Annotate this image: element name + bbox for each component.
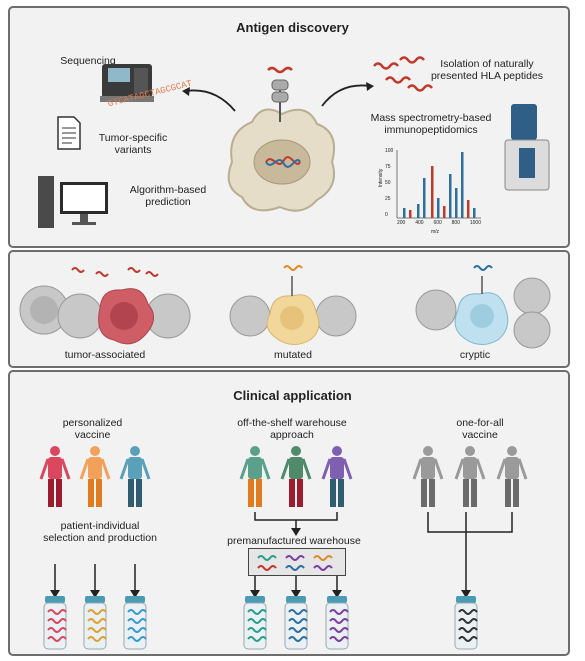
ms-peak bbox=[467, 200, 470, 218]
personalized-label: personalized vaccine bbox=[62, 417, 123, 441]
ms-label: Mass spectrometry-based immunopeptidomic… bbox=[370, 112, 492, 136]
ms-peak bbox=[409, 210, 412, 218]
tumor-associated-label: tumor-associated bbox=[64, 349, 146, 361]
ms-tick: 400 bbox=[415, 220, 424, 226]
ms-tick: 800 bbox=[451, 220, 460, 226]
ms-ytick: 50 bbox=[385, 180, 391, 186]
sequencing-label: Sequencing bbox=[60, 55, 116, 67]
patient-individual-label: patient-individual selection and product… bbox=[43, 520, 157, 544]
person-figure bbox=[412, 446, 444, 507]
ms-spectrum-plot bbox=[396, 150, 481, 219]
computer-icon bbox=[38, 176, 108, 228]
arrow-to-sequencing bbox=[182, 87, 236, 112]
warehouse-label: premanufactured warehouse bbox=[227, 535, 361, 547]
ms-x-label: m/z bbox=[430, 229, 440, 235]
ms-tick: 1000 bbox=[469, 220, 481, 226]
warehouse-box bbox=[248, 548, 346, 576]
antigen-discovery-title: Antigen discovery bbox=[236, 20, 349, 35]
vaccine-vial bbox=[243, 596, 267, 650]
ms-tick: 600 bbox=[433, 220, 442, 226]
vaccine-vial bbox=[123, 596, 147, 650]
vaccine-vial bbox=[43, 596, 67, 650]
cryptic-illustration bbox=[415, 265, 551, 349]
ms-peak bbox=[417, 204, 420, 218]
document-icon bbox=[57, 116, 81, 150]
peptides-icon bbox=[373, 56, 433, 92]
ms-x-ticks: 200 400 600 800 1000 bbox=[397, 220, 481, 226]
offshelf-label: off-the-shelf warehouse approach bbox=[237, 417, 347, 441]
ms-peak bbox=[403, 208, 406, 218]
cell-illustration bbox=[227, 66, 336, 212]
vaccine-vial bbox=[83, 596, 107, 650]
ms-ytick: 100 bbox=[385, 148, 394, 154]
mass-spectrometer-icon bbox=[504, 104, 550, 191]
person-figure bbox=[79, 446, 111, 507]
person-figure bbox=[39, 446, 71, 507]
ms-ytick: 0 bbox=[385, 212, 388, 218]
vaccine-vial bbox=[454, 596, 478, 650]
ms-tick: 200 bbox=[397, 220, 406, 226]
vaccine-vials bbox=[43, 596, 478, 650]
mutated-illustration bbox=[229, 265, 357, 345]
ms-peak bbox=[431, 166, 434, 218]
people-figures bbox=[39, 446, 528, 507]
algorithm-label: Algorithm-based prediction bbox=[129, 184, 207, 208]
ms-peak bbox=[455, 188, 458, 218]
connector-lines bbox=[50, 512, 513, 598]
person-figure bbox=[280, 446, 312, 507]
clinical-application-title: Clinical application bbox=[233, 388, 352, 403]
person-figure bbox=[119, 446, 151, 507]
ms-peak bbox=[461, 152, 464, 218]
person-figure bbox=[239, 446, 271, 507]
ms-peak bbox=[473, 208, 476, 218]
ms-peak bbox=[423, 178, 426, 218]
vaccine-vial bbox=[325, 596, 349, 650]
variants-label: Tumor-specific variants bbox=[98, 132, 168, 156]
arrow-to-isolation bbox=[321, 82, 374, 107]
mutated-label: mutated bbox=[274, 349, 312, 361]
warehouse-peptides bbox=[257, 555, 333, 571]
ms-peak bbox=[449, 174, 452, 218]
person-figure bbox=[321, 446, 353, 507]
tumor-associated-illustration bbox=[19, 267, 191, 345]
person-figure bbox=[496, 446, 528, 507]
ms-ytick: 75 bbox=[385, 164, 391, 170]
ms-peak bbox=[437, 198, 440, 218]
vaccine-vial bbox=[284, 596, 308, 650]
ms-y-ticks: 100 75 50 25 0 bbox=[385, 148, 393, 218]
cryptic-label: cryptic bbox=[459, 349, 491, 361]
oneforall-label: one-for-all vaccine bbox=[456, 417, 504, 441]
ms-ytick: 25 bbox=[385, 196, 391, 202]
isolation-label: Isolation of naturally presented HLA pep… bbox=[430, 58, 544, 82]
person-figure bbox=[454, 446, 486, 507]
sequencer-icon bbox=[100, 64, 154, 102]
ms-peak bbox=[443, 206, 446, 218]
